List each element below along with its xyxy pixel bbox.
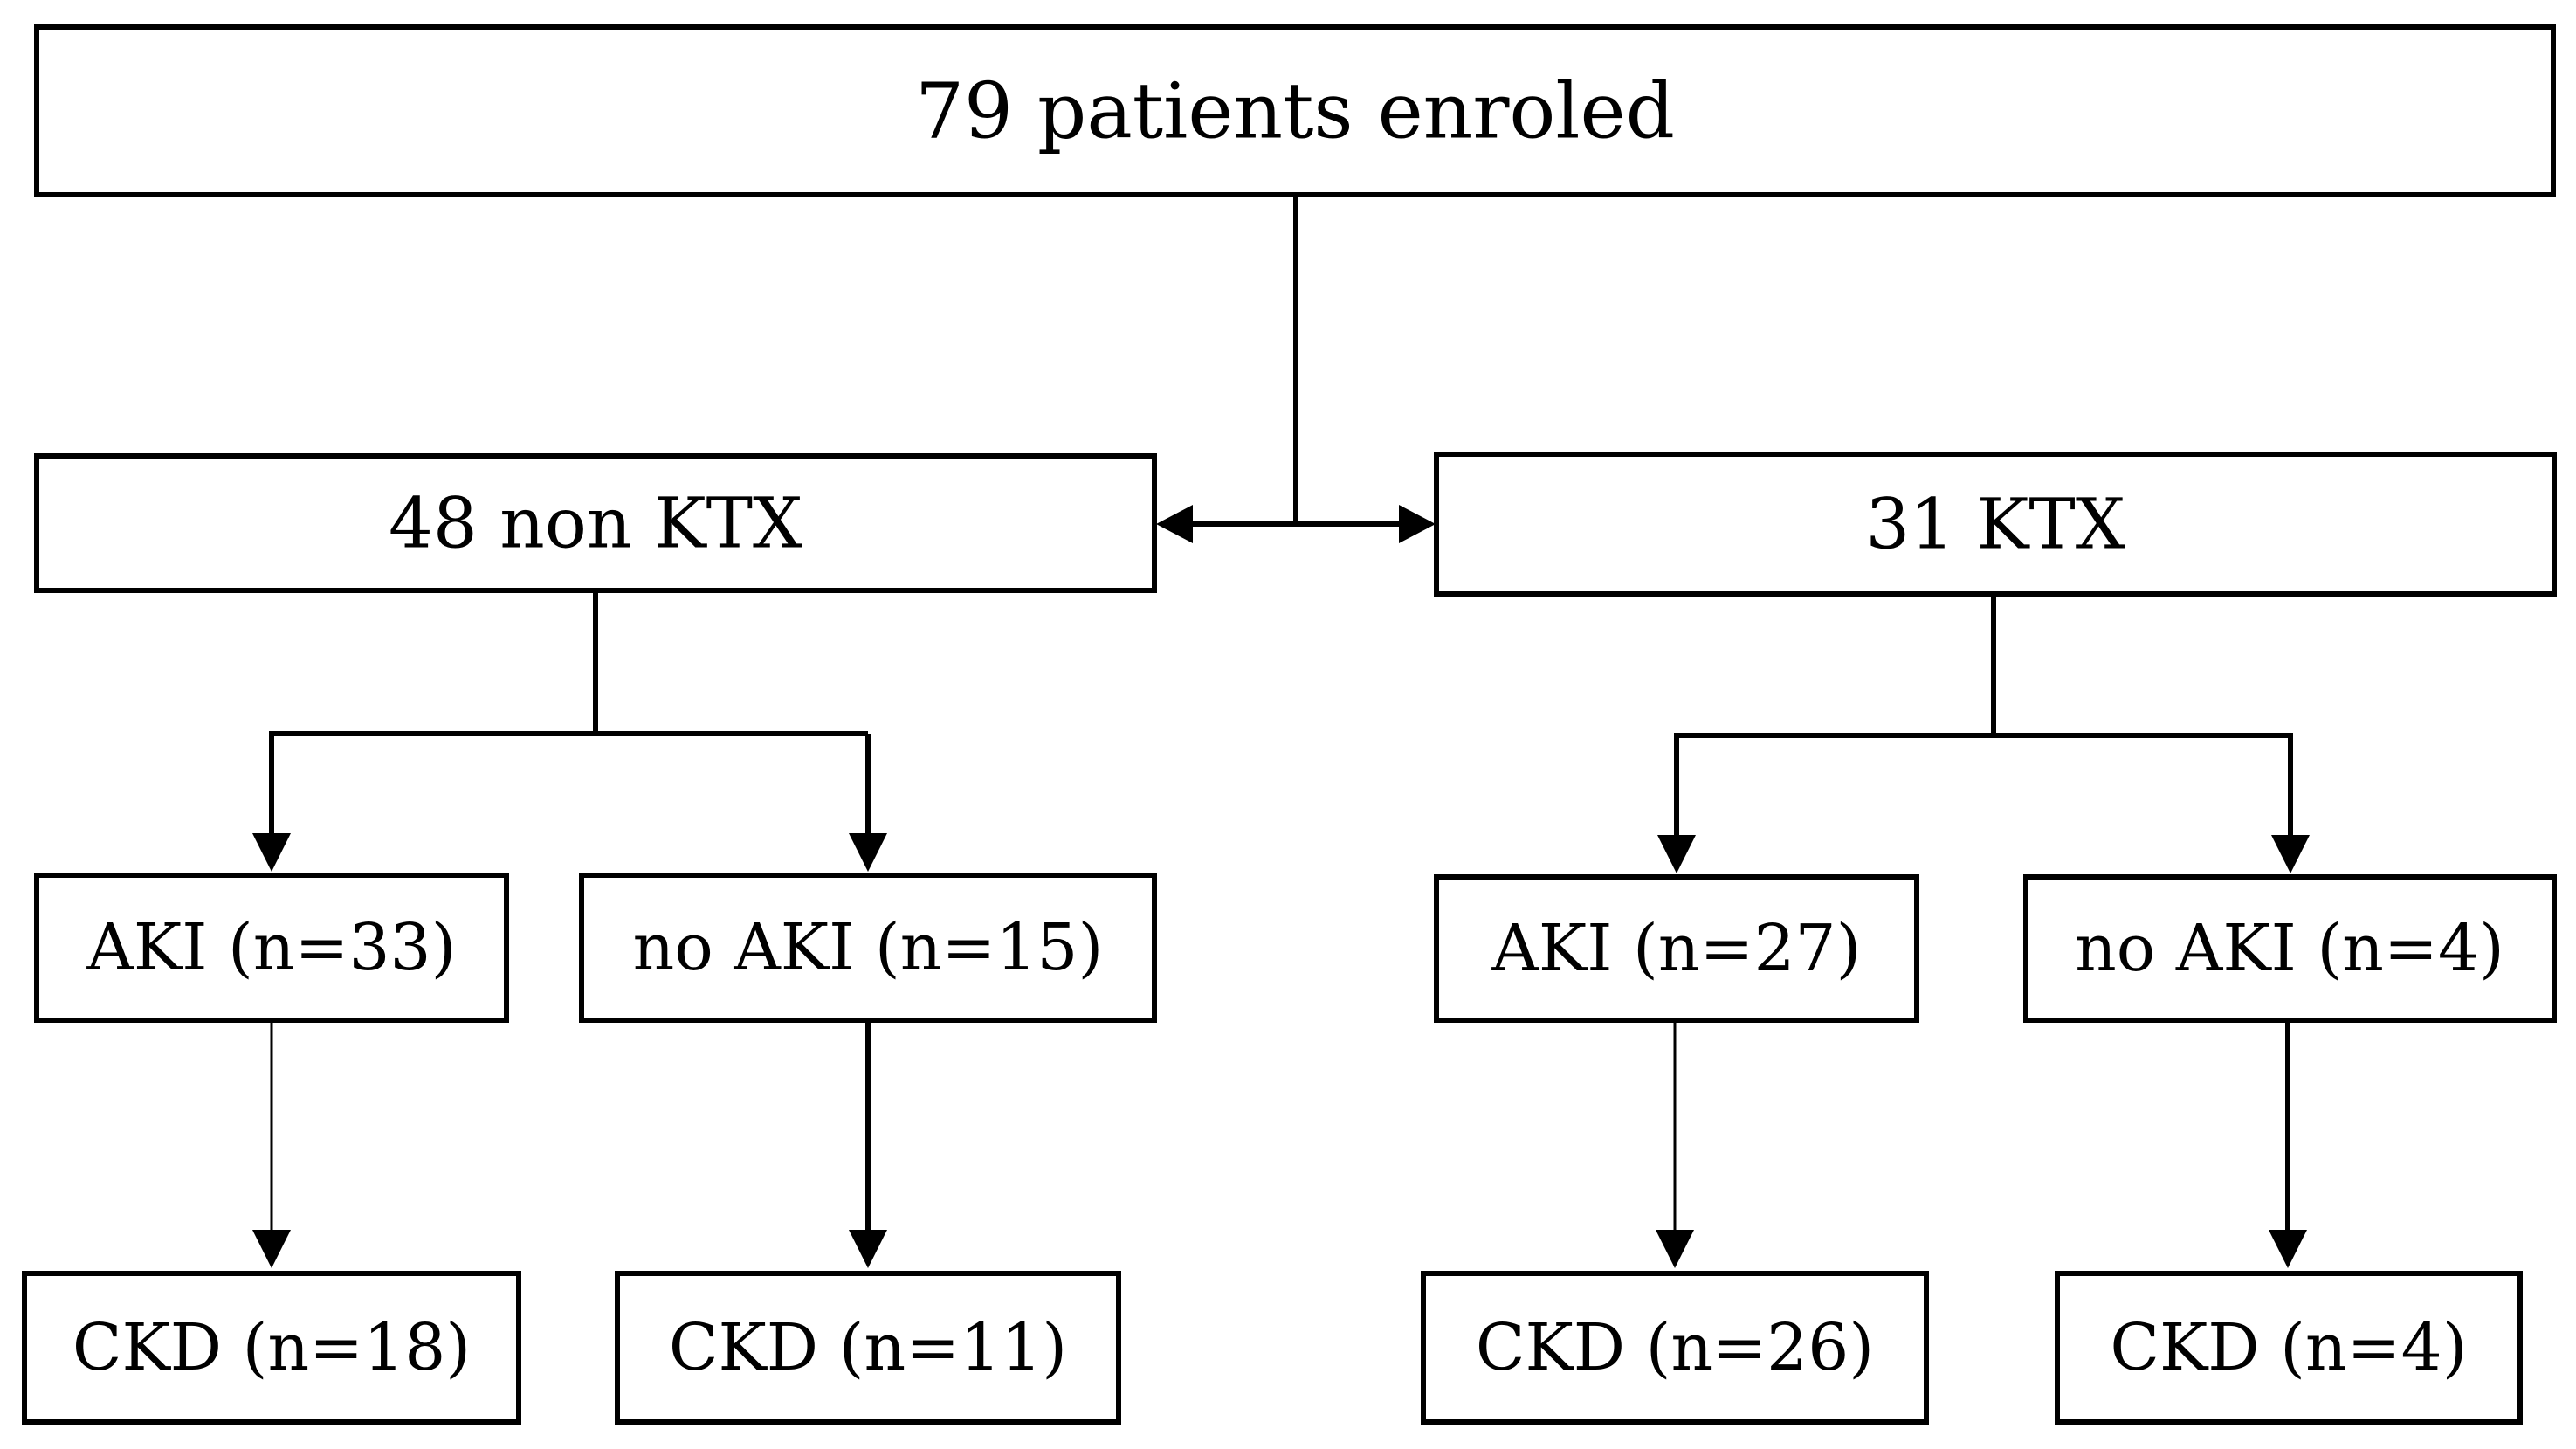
arrowhead-to-non-ktx-no-aki-ckd xyxy=(849,1230,887,1268)
ktx-label: 31 KTX xyxy=(1865,484,2125,565)
non-ktx-aki-ckd-label: CKD (n=18) xyxy=(72,1310,471,1385)
ktx-aki-ckd-node: CKD (n=26) xyxy=(1421,1271,1929,1425)
arrowhead-to-ktx-no-aki xyxy=(2271,835,2310,873)
non-ktx-label: 48 non KTX xyxy=(389,483,802,564)
non-ktx-aki-box xyxy=(34,873,509,1023)
non-ktx-box xyxy=(34,453,1157,593)
non-ktx-no-aki-ckd-node: CKD (n=11) xyxy=(615,1271,1121,1425)
ktx-node: 31 KTX xyxy=(1434,452,2557,597)
arrowhead-to-non-ktx-aki-ckd xyxy=(252,1230,291,1268)
arrowhead-to-non-ktx-aki xyxy=(252,833,291,872)
non-ktx-aki-label: AKI (n=33) xyxy=(86,910,456,985)
non-ktx-no-aki-node: no AKI (n=15) xyxy=(579,873,1157,1023)
arrowhead-to-ktx xyxy=(1399,505,1436,543)
non-ktx-no-aki-ckd-box xyxy=(615,1271,1121,1425)
ktx-no-aki-ckd-node: CKD (n=4) xyxy=(2055,1271,2523,1425)
ktx-no-aki-ckd-label: CKD (n=4) xyxy=(2110,1310,2467,1385)
non-ktx-aki-ckd-box xyxy=(22,1271,521,1425)
non-ktx-no-aki-box xyxy=(579,873,1157,1023)
arrowhead-to-non-ktx xyxy=(1156,505,1193,543)
non-ktx-no-aki-label: no AKI (n=15) xyxy=(633,910,1104,985)
enrolled-node: 79 patients enroled xyxy=(34,24,2556,197)
arrowhead-to-ktx-aki xyxy=(1657,835,1696,873)
ktx-aki-ckd-label: CKD (n=26) xyxy=(1476,1310,1874,1385)
ktx-no-aki-node: no AKI (n=4) xyxy=(2023,874,2557,1023)
non-ktx-aki-node: AKI (n=33) xyxy=(34,873,509,1023)
ktx-aki-label: AKI (n=27) xyxy=(1491,911,1861,986)
ktx-no-aki-ckd-box xyxy=(2055,1271,2523,1425)
arrowhead-to-ktx-aki-ckd xyxy=(1656,1230,1694,1268)
enrolled-box xyxy=(34,24,2556,197)
ktx-no-aki-box xyxy=(2023,874,2557,1023)
arrowhead-to-non-ktx-no-aki xyxy=(849,833,887,872)
non-ktx-node: 48 non KTX xyxy=(34,453,1157,593)
enrolled-label: 79 patients enroled xyxy=(915,66,1675,156)
ktx-box xyxy=(1434,452,2557,597)
ktx-aki-node: AKI (n=27) xyxy=(1434,874,1919,1023)
ktx-no-aki-label: no AKI (n=4) xyxy=(2075,911,2504,986)
non-ktx-aki-ckd-node: CKD (n=18) xyxy=(22,1271,521,1425)
arrowhead-to-ktx-no-aki-ckd xyxy=(2269,1230,2307,1268)
connectors xyxy=(252,197,2310,1268)
ktx-aki-ckd-box xyxy=(1421,1271,1929,1425)
ktx-aki-box xyxy=(1434,874,1919,1023)
non-ktx-no-aki-ckd-label: CKD (n=11) xyxy=(669,1310,1067,1385)
